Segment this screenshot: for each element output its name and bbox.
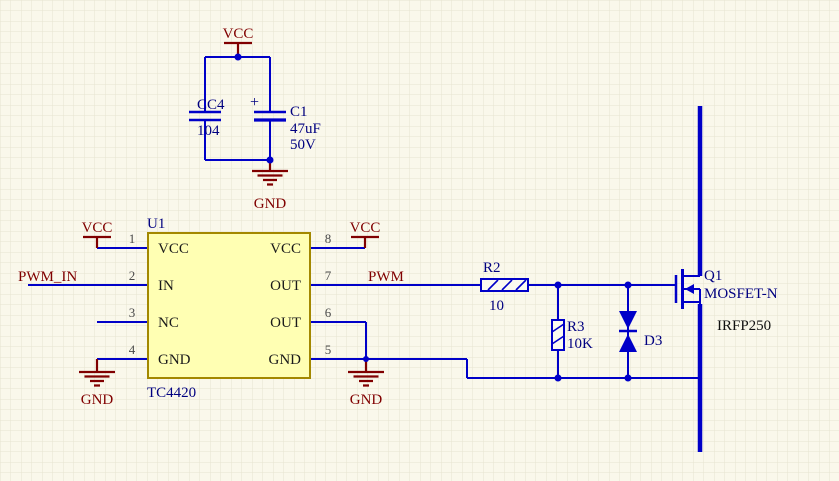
pin-name: GND [158,352,191,368]
q1-ref: Q1 [704,268,722,284]
ground-icon [252,169,288,186]
c1-ref: C1 [290,104,308,120]
pin-number: 4 [129,342,136,357]
vcc-label: VCC [350,220,381,236]
tvs-diode-icon [619,334,637,352]
wires[interactable] [28,56,703,452]
q1-type: MOSFET-N [704,286,778,302]
pin-number: 8 [325,231,332,246]
q1-part: IRFP250 [717,318,771,334]
vcc-port-u1-right[interactable]: VCC [350,220,381,248]
resistor-hatch [551,323,565,345]
pin-name: OUT [270,315,301,331]
junction-dot [234,53,242,61]
component-d3[interactable]: D3 [619,311,662,352]
component-r2[interactable]: R2 10 [480,260,529,314]
gnd-label: GND [81,392,114,408]
chip-body[interactable] [147,232,311,379]
ground-icon [79,370,115,387]
pin-number: 1 [129,231,136,246]
junction-dot [554,374,562,382]
c1-rating: 50V [290,137,316,153]
polarity-plus: + [250,94,259,111]
d3-ref: D3 [644,333,662,349]
gnd-label: GND [254,196,287,212]
u1-designator: U1 [147,216,165,232]
pin-number: 6 [325,305,332,320]
pin-name: VCC [158,241,189,257]
component-q1[interactable]: Q1 MOSFET-N IRFP250 [674,268,778,334]
r3-value: 10K [567,336,593,352]
pin-name: VCC [270,241,301,257]
c1-value: 47uF [290,121,321,137]
gnd-port-u1-left[interactable]: GND [79,359,115,408]
component-c1[interactable]: + C1 47uF 50V [250,94,321,153]
resistor-hatch [487,279,527,291]
vcc-label: VCC [223,26,254,42]
pin-name: GND [269,352,302,368]
cc4-ref: CC4 [197,97,225,113]
component-r3[interactable]: R3 10K [551,319,593,352]
mosfet-arrow-icon [685,284,694,294]
cc4-value: 104 [197,123,220,139]
component-u1[interactable]: U1 TC4420 1 2 3 4 8 7 6 5 VCC IN NC GND … [129,216,332,401]
pin-number: 2 [129,268,136,283]
pin-number: 5 [325,342,332,357]
net-label-pwm-in[interactable]: PWM_IN [18,269,77,285]
pin-name: OUT [270,278,301,294]
junction-dot [266,156,274,164]
junction-dot [554,281,562,289]
tvs-diode-icon [619,311,637,329]
junction-dot [624,374,632,382]
junctions [234,53,632,382]
u1-part: TC4420 [147,385,196,401]
pin-number: 7 [325,268,332,283]
ground-icon [348,370,384,387]
gnd-port-caps[interactable]: GND [252,160,288,212]
junction-dot [363,356,369,362]
resistor-icon [480,278,529,292]
gnd-label: GND [350,392,383,408]
junction-dot [624,281,632,289]
r3-ref: R3 [567,319,585,335]
pin-name: NC [158,315,179,331]
pin-name: IN [158,278,174,294]
component-cc4[interactable]: CC4 104 [189,97,225,139]
pin-number: 3 [129,305,136,320]
vcc-label: VCC [82,220,113,236]
r2-ref: R2 [483,260,501,276]
vcc-port-u1-left[interactable]: VCC [82,220,113,248]
vcc-port-top[interactable]: VCC [223,26,254,57]
net-label-pwm[interactable]: PWM [368,269,404,285]
r2-value: 10 [489,298,504,314]
